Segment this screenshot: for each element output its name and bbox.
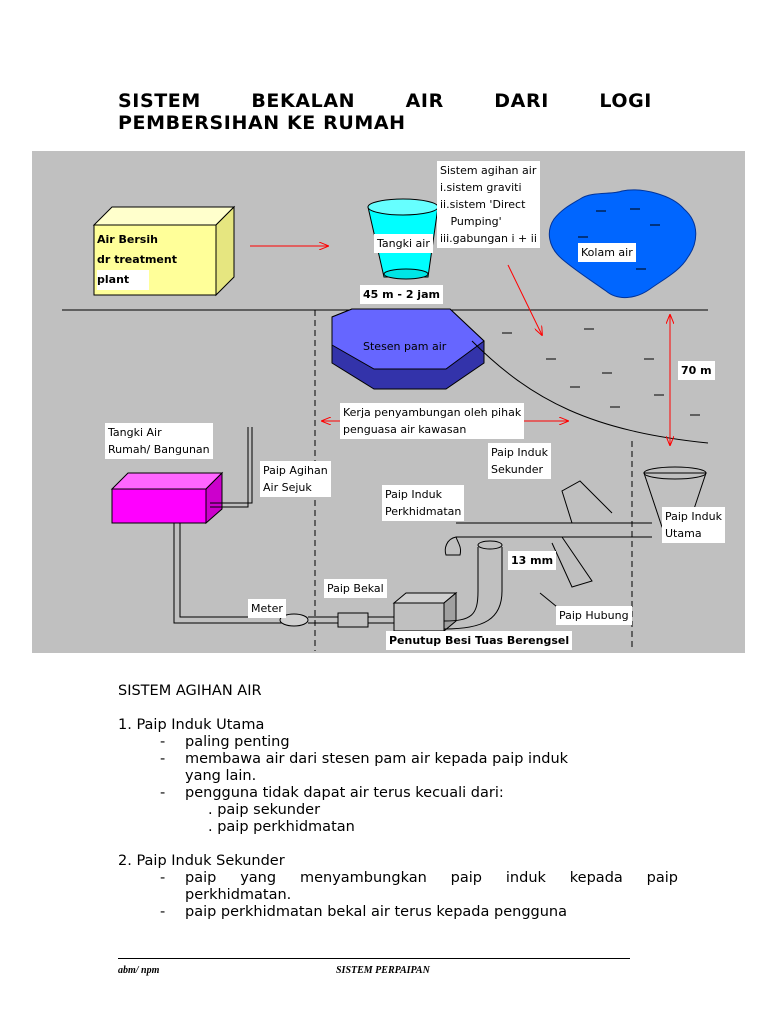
tank-label: Tangki air — [374, 234, 433, 253]
title-line-1: SISTEM BEKALAN AIR DARI LOGI — [118, 90, 652, 112]
valve-box — [392, 591, 458, 633]
13mm-label: 13 mm — [508, 551, 557, 570]
house-tank — [110, 471, 224, 525]
title-word: AIR — [405, 90, 444, 112]
terrain-dashes — [502, 328, 700, 416]
works-label: Kerja penyambungan oleh pihak penguasa a… — [340, 403, 525, 439]
distribution-pipe-label: Paip Agihan Air Sejuk — [260, 461, 331, 497]
title-word: SISTEM — [118, 90, 201, 112]
list-item: -paip yang menyambungkan paip induk kepa… — [160, 870, 678, 886]
list-item: -paip perkhidmatan bekal air terus kepad… — [160, 904, 567, 920]
footer-center: SISTEM PERPAIPAN — [336, 965, 430, 976]
sub-list-item: . paip sekunder — [208, 802, 321, 818]
clean-water-label: Air Bersih dr treatment plant — [94, 229, 180, 291]
list-item-continued: perkhidmatan. — [185, 887, 292, 903]
distribution-system-label: Sistem agihan air i.sistem graviti ii.si… — [437, 161, 540, 248]
secondary-pipe-label: Paip Induk Sekunder — [488, 443, 551, 479]
connecting-pipe — [443, 540, 503, 630]
section-heading: SISTEM AGIHAN AIR — [118, 683, 262, 699]
section-2-title: 2. Paip Induk Sekunder — [118, 853, 285, 869]
service-pipe-label: Paip Induk Perkhidmatan — [382, 485, 465, 521]
section-1-title: 1. Paip Induk Utama — [118, 717, 265, 733]
valve-cover-label: Penutup Besi Tuas Berengsel — [386, 631, 573, 650]
distribution-arrow — [507, 264, 542, 335]
title-line-2: PEMBERSIHAN KE RUMAH — [118, 112, 406, 134]
pond-label: Kolam air — [578, 243, 636, 262]
list-item: -membawa air dari stesen pam air kepada … — [160, 751, 569, 767]
supply-pipe-label: Paip Bekal — [324, 579, 387, 598]
body-content: SISTEM AGIHAN AIR 1. Paip Induk Utama -p… — [118, 683, 678, 921]
title-word: DARI — [494, 90, 549, 112]
pump-station-label: Stesen pam air — [363, 340, 447, 353]
list-item: -paling penting — [160, 734, 290, 750]
house-tank-label: Tangki Air Rumah/ Bangunan — [105, 423, 213, 459]
meter-shape — [279, 613, 309, 627]
diagram-drawing — [62, 189, 709, 651]
list-item-continued: yang lain. — [185, 768, 257, 784]
connecting-pipe-label: Paip Hubung — [556, 606, 632, 625]
sub-list-item: . paip perkhidmatan — [208, 819, 355, 835]
list-item: -pengguna tidak dapat air terus kecuali … — [160, 785, 504, 801]
pump-station — [331, 308, 485, 390]
title-word: LOGI — [599, 90, 652, 112]
meter-label: Meter — [248, 599, 286, 618]
main-pipe-label: Paip Induk Utama — [662, 507, 725, 543]
footer-left: abm/ npm — [118, 965, 160, 976]
main-pipe — [444, 480, 652, 588]
height-45-label: 45 m - 2 jam — [360, 285, 443, 304]
page-title: SISTEM BEKALAN AIR DARI LOGI PEMBERSIHAN… — [118, 90, 652, 134]
page-footer: abm/ npm SISTEM PERPAIPAN — [118, 958, 630, 976]
title-word: BEKALAN — [251, 90, 356, 112]
water-supply-diagram: Air Bersih dr treatment plant Tangki air… — [32, 151, 745, 653]
height-70-label: 70 m — [678, 361, 715, 380]
